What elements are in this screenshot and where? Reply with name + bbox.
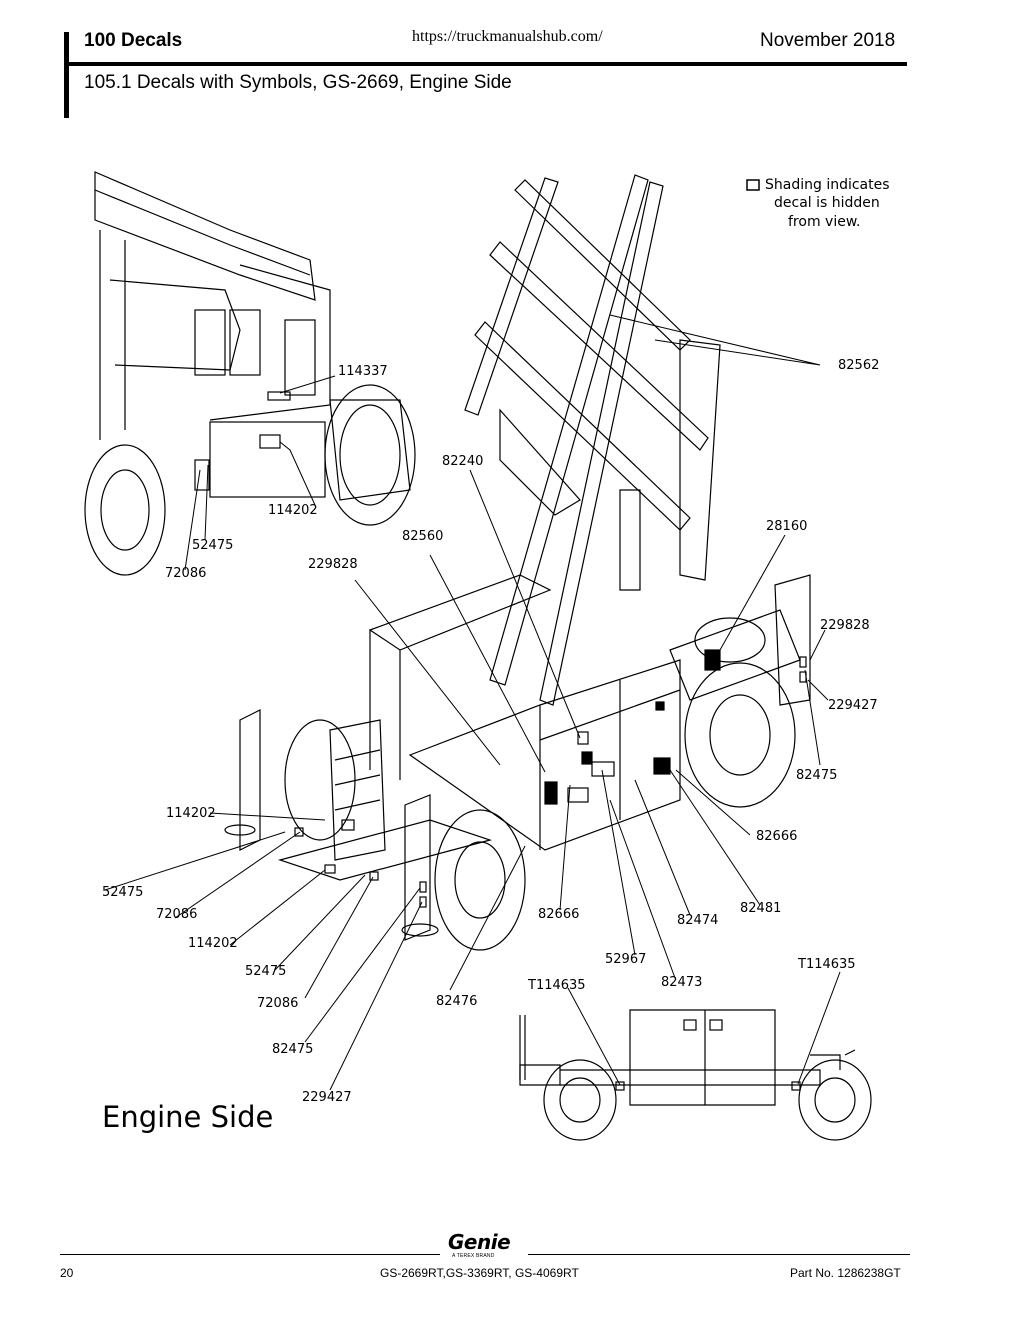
decal-52475-main bbox=[294, 827, 304, 837]
label-52475-lower: 52475 bbox=[245, 964, 286, 979]
label-52475-inset: 52475 bbox=[192, 538, 233, 553]
decal-114202-lower bbox=[324, 864, 336, 874]
label-114202-inset: 114202 bbox=[268, 503, 318, 518]
label-229828-left: 229828 bbox=[308, 557, 358, 572]
label-72086-lower: 72086 bbox=[257, 996, 298, 1011]
legend-square-icon bbox=[746, 179, 760, 191]
header-rule bbox=[64, 62, 907, 66]
label-82481: 82481 bbox=[740, 901, 781, 916]
decal-28160 bbox=[704, 649, 721, 671]
header-date: November 2018 bbox=[760, 30, 896, 51]
inset-machine-drawing bbox=[84, 171, 416, 576]
page-number: 20 bbox=[60, 1266, 74, 1280]
page-subtitle: 105.1 Decals with Symbols, GS-2669, Engi… bbox=[84, 72, 512, 93]
model-list: GS-2669RT,GS-3369RT, GS-4069RT bbox=[380, 1266, 579, 1280]
legend-line-1: Shading indicates bbox=[765, 177, 890, 193]
label-82666-lower: 82666 bbox=[538, 907, 579, 922]
label-82560: 82560 bbox=[402, 529, 443, 544]
view-title: Engine Side bbox=[102, 1100, 273, 1134]
label-229427-lower: 229427 bbox=[302, 1090, 352, 1105]
footer-rule-right bbox=[528, 1254, 910, 1255]
label-82473: 82473 bbox=[661, 975, 702, 990]
label-82666-right: 82666 bbox=[756, 829, 797, 844]
decal-82476 bbox=[544, 781, 558, 805]
genie-logo: Genie bbox=[448, 1230, 511, 1254]
decal-82666 bbox=[655, 701, 665, 711]
legend-line-2: decal is hidden bbox=[774, 195, 880, 211]
decal-82475-lower bbox=[419, 881, 427, 893]
part-number: Part No. 1286238GT bbox=[790, 1266, 901, 1280]
decal-82560 bbox=[577, 731, 589, 745]
decal-diagram: Shading indicates decal is hidden from v… bbox=[84, 171, 890, 1141]
legend-line-3: from view. bbox=[788, 214, 860, 230]
footer-rule-left bbox=[60, 1254, 440, 1255]
decal-114337-inset bbox=[267, 391, 291, 401]
decal-52967 bbox=[567, 787, 589, 803]
label-82476: 82476 bbox=[436, 994, 477, 1009]
label-52967: 52967 bbox=[605, 952, 646, 967]
label-72086-main: 72086 bbox=[156, 907, 197, 922]
label-114202-main: 114202 bbox=[166, 806, 216, 821]
label-229427-right: 229427 bbox=[828, 698, 878, 713]
leader-lines bbox=[104, 314, 841, 1091]
scissor-arms-drawing bbox=[464, 174, 721, 706]
decal-82481 bbox=[653, 757, 671, 775]
label-82475-lower: 82475 bbox=[272, 1042, 313, 1057]
label-82475-right: 82475 bbox=[796, 768, 837, 783]
decal-82474 bbox=[581, 751, 593, 765]
source-url[interactable]: https://truckmanualshub.com/ bbox=[412, 28, 603, 45]
label-82240: 82240 bbox=[442, 454, 483, 469]
decal-114202-inset bbox=[259, 434, 281, 449]
logo-tagline: A TEREX BRAND bbox=[452, 1253, 495, 1259]
label-114337: 114337 bbox=[338, 364, 388, 379]
label-52475-main: 52475 bbox=[102, 885, 143, 900]
decal-T114635-left bbox=[615, 1081, 625, 1091]
decal-T114635-right bbox=[791, 1081, 801, 1091]
label-82562: 82562 bbox=[838, 358, 879, 373]
label-T114635-left: T114635 bbox=[527, 978, 586, 993]
header-left-bar bbox=[64, 32, 69, 118]
part-labels: 114337 114202 52475 72086 82562 82240 82… bbox=[102, 358, 879, 1105]
decal-72086-lower bbox=[369, 871, 379, 881]
decal-229828-right bbox=[799, 656, 807, 668]
section-title: 100 Decals bbox=[84, 30, 183, 51]
label-114202-lower: 114202 bbox=[188, 936, 238, 951]
main-machine-drawing bbox=[224, 574, 811, 951]
side-view-drawing bbox=[519, 1009, 872, 1141]
label-28160: 28160 bbox=[766, 519, 807, 534]
label-72086-inset: 72086 bbox=[165, 566, 206, 581]
decal-114202-main bbox=[341, 819, 355, 831]
label-229828-right: 229828 bbox=[820, 618, 870, 633]
label-82474: 82474 bbox=[677, 913, 718, 928]
label-T114635-right: T114635 bbox=[797, 957, 856, 972]
decal-229427-lower bbox=[419, 896, 427, 908]
